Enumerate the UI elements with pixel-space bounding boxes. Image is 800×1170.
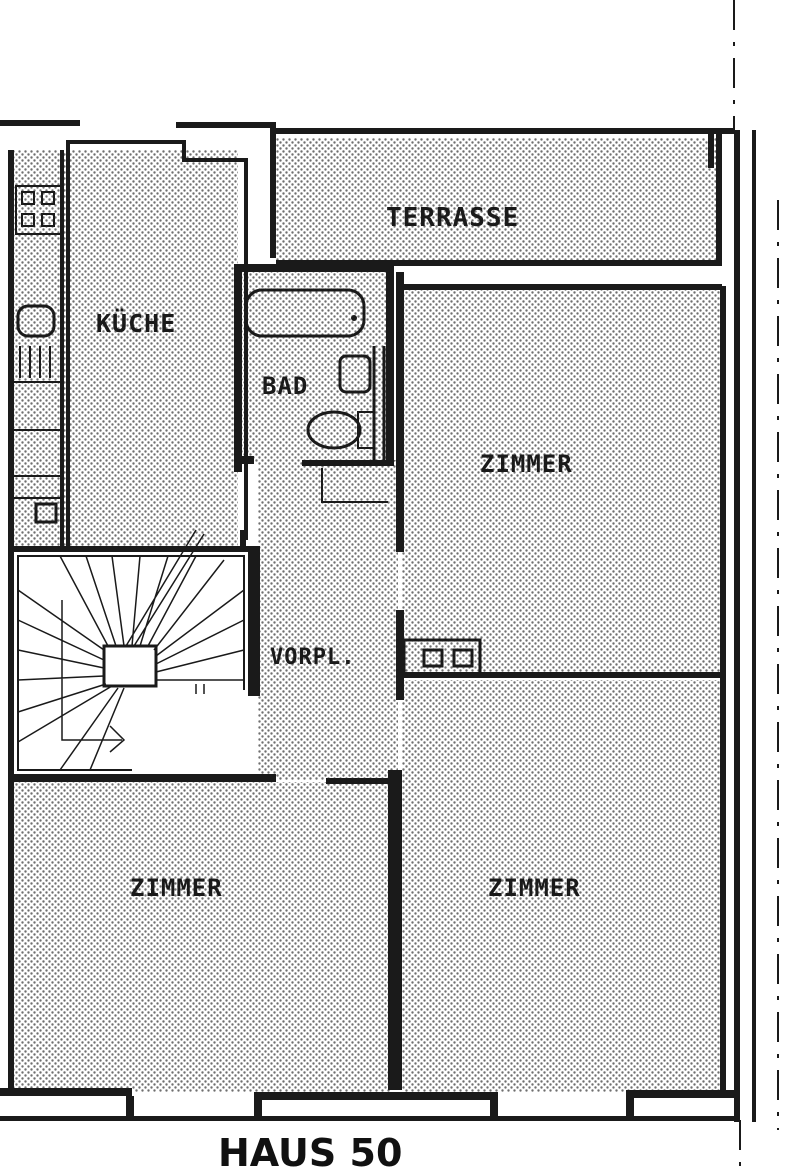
shaft-icon	[452, 648, 474, 668]
stove-burner-icon	[41, 191, 55, 205]
terrasse-floor	[276, 138, 720, 264]
label-zimmer-southeast: ZIMMER	[488, 874, 581, 902]
zimmer-southeast-floor	[402, 680, 720, 1092]
stove-burner-icon	[21, 191, 35, 205]
vorplatz-floor	[258, 460, 398, 780]
walls	[0, 120, 756, 1122]
bad-floor	[242, 272, 392, 462]
shaft-icon	[422, 648, 444, 668]
label-zimmer-east: ZIMMER	[480, 450, 573, 478]
label-vorplatz: VORPL.	[270, 645, 355, 670]
toilet-icon	[306, 410, 362, 450]
washbasin-icon	[338, 354, 372, 394]
kitchen-fixtures	[12, 150, 64, 548]
stove-burner-icon	[21, 213, 35, 227]
kueche-floor	[12, 150, 238, 550]
zimmer-east-floor	[402, 286, 720, 674]
label-zimmer-southwest: ZIMMER	[130, 874, 223, 902]
room-fills	[12, 138, 720, 1092]
label-bad: BAD	[262, 372, 308, 400]
bath-fixtures	[244, 288, 388, 503]
plan-caption: HAUS 50	[218, 1131, 402, 1170]
label-terrasse: TERRASSE	[386, 203, 519, 233]
zimmer-southwest-floor	[12, 782, 392, 1092]
sink-icon	[16, 304, 56, 338]
label-kueche: KÜCHE	[96, 308, 176, 338]
stove-burner-icon	[41, 213, 55, 227]
staircase	[14, 529, 258, 776]
socket-icon	[34, 502, 58, 524]
